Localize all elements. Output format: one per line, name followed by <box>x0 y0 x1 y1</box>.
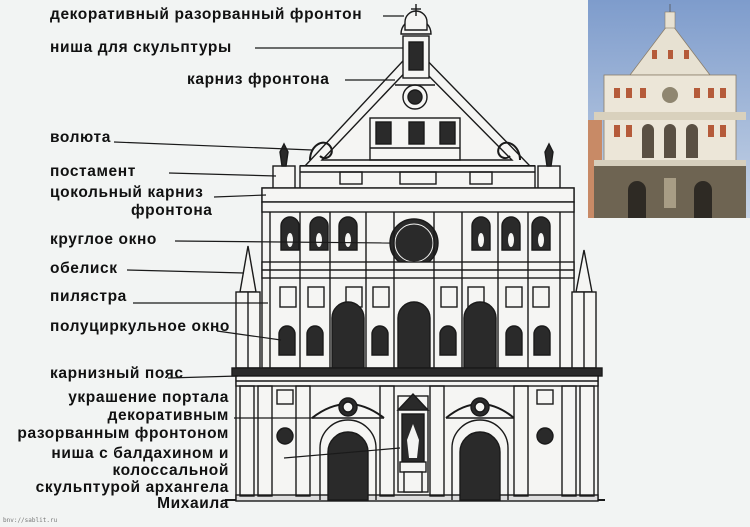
leader-canopy <box>283 447 401 459</box>
label-canopy-line4: Михаила <box>157 495 229 512</box>
label-canopy-line3: скульптурой архангела <box>35 479 229 496</box>
leader-lines <box>113 15 404 459</box>
label-round-window: круглое окно <box>50 231 158 248</box>
label-portal-line1: украшение портала <box>68 389 229 406</box>
label-pedestal: постамент <box>50 163 136 180</box>
label-pilaster: пилястра <box>50 288 127 305</box>
label-plinth-line2: фронтона <box>131 202 213 219</box>
label-cornice: карниз фронтона <box>187 71 330 88</box>
leader-arched-window <box>216 330 282 341</box>
label-niche: ниша для скульптуры <box>50 39 232 56</box>
label-plinth-line1: цокольный карниз <box>50 184 204 201</box>
label-portal-line2: декоративным <box>107 407 229 424</box>
label-canopy-line1: ниша с балдахином и <box>51 445 229 462</box>
image-credit: bnv://sablit.ru <box>3 517 58 524</box>
leader-round-window <box>174 240 391 244</box>
church-facade-drawing <box>225 4 605 502</box>
leader-obelisk <box>126 269 245 274</box>
label-volute: волюта <box>50 129 111 146</box>
label-arched-window: полуциркульное окно <box>50 318 230 335</box>
label-obelisk: обелиск <box>50 260 118 277</box>
label-pediment: декоративный разорванный фронтон <box>50 6 363 23</box>
leader-plinth <box>213 194 267 198</box>
label-belt: карнизный пояс <box>50 365 184 382</box>
facade-photo <box>588 0 750 218</box>
leader-belt <box>167 375 239 379</box>
leader-pedestal <box>168 172 277 177</box>
leader-volute <box>113 141 313 151</box>
label-portal-line3: разорванным фронтоном <box>17 425 229 442</box>
label-canopy-line2: колоссальной <box>112 462 229 479</box>
